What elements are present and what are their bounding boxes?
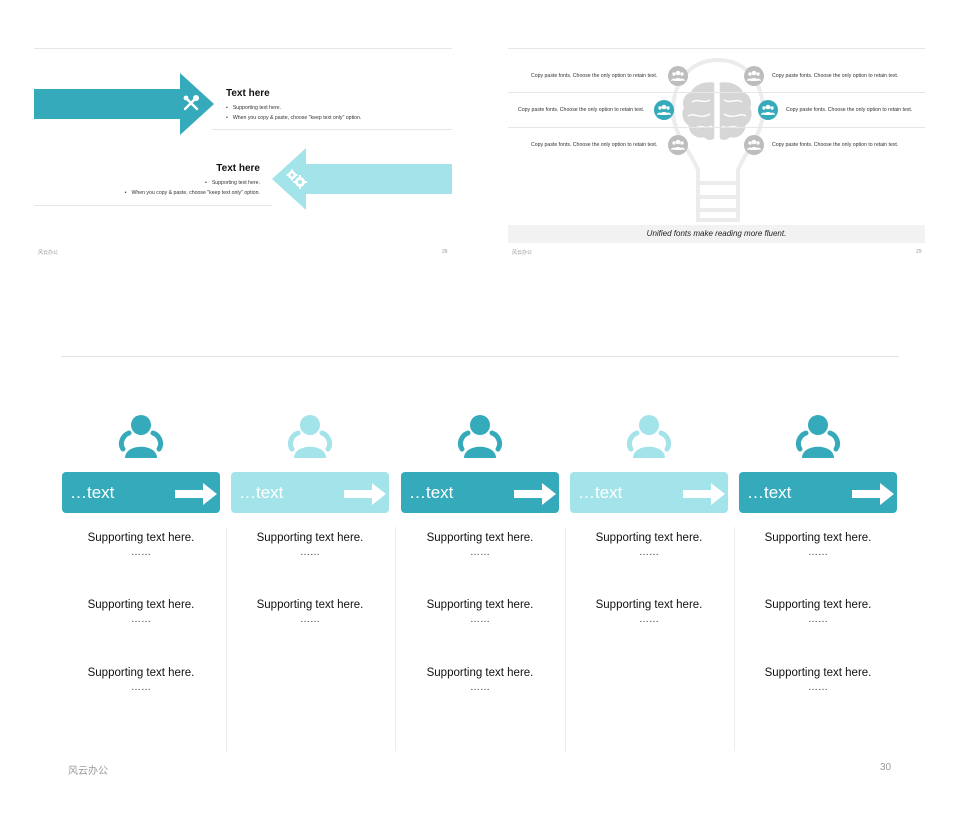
caption-text: Unified fonts make reading more fluent. bbox=[646, 229, 787, 238]
banner-label: …text bbox=[409, 483, 454, 502]
supporting-text: Supporting text here. bbox=[426, 532, 534, 544]
slide28-top-rule bbox=[34, 48, 452, 49]
block2-rule bbox=[34, 205, 272, 206]
ellipsis-text: …… bbox=[131, 614, 151, 625]
banner-label: …text bbox=[239, 483, 284, 502]
person-icon bbox=[287, 415, 333, 458]
left-item-3: Copy paste fonts. Choose the only option… bbox=[531, 142, 658, 148]
person-icon bbox=[457, 415, 503, 458]
ellipsis-text: …… bbox=[131, 547, 151, 558]
slide30-footer-left: 风云办公 bbox=[68, 766, 108, 777]
slide28-page-number: 28 bbox=[442, 249, 448, 255]
ellipsis-text: …… bbox=[808, 682, 828, 693]
bullet-item: Supporting text here. bbox=[100, 178, 260, 188]
ellipsis-text: …… bbox=[470, 614, 490, 625]
slide29-page-number: 29 bbox=[916, 249, 922, 255]
supporting-text: Supporting text here. bbox=[595, 599, 703, 611]
bullet-item: When you copy & paste, choose "keep text… bbox=[100, 188, 260, 198]
right-item-2: Copy paste fonts. Choose the only option… bbox=[786, 107, 913, 113]
block1-title: Text here bbox=[226, 88, 270, 99]
supporting-text: Supporting text here. bbox=[764, 599, 872, 611]
column-separator bbox=[395, 527, 396, 751]
person-icon bbox=[626, 415, 672, 458]
ellipsis-text: …… bbox=[639, 547, 659, 558]
arrow-left-shape bbox=[272, 148, 452, 210]
bullet-item: Supporting text here. bbox=[226, 103, 361, 113]
supporting-text: Supporting text here. bbox=[87, 532, 195, 544]
right-item-3: Copy paste fonts. Choose the only option… bbox=[772, 142, 899, 148]
block2-title: Text here bbox=[216, 163, 260, 174]
team-icon bbox=[744, 66, 764, 86]
left-item-2: Copy paste fonts. Choose the only option… bbox=[518, 107, 645, 113]
column-separator bbox=[226, 527, 227, 751]
supporting-text: Supporting text here. bbox=[764, 667, 872, 679]
column-banner: …text bbox=[62, 472, 220, 513]
banner-label: …text bbox=[578, 483, 623, 502]
column-banner: …text bbox=[231, 472, 389, 513]
column-banner: …text bbox=[739, 472, 897, 513]
slide30-top-rule bbox=[61, 356, 899, 357]
block1-rule bbox=[212, 129, 452, 130]
ellipsis-text: …… bbox=[808, 614, 828, 625]
column-banner: …text bbox=[570, 472, 728, 513]
slide30-page-number: 30 bbox=[880, 762, 892, 773]
ellipsis-text: …… bbox=[131, 682, 151, 693]
team-icon bbox=[654, 100, 674, 120]
caption-band: Unified fonts make reading more fluent. bbox=[508, 225, 925, 243]
banner-label: …text bbox=[747, 483, 792, 502]
ellipsis-text: …… bbox=[639, 614, 659, 625]
team-icon bbox=[668, 66, 688, 86]
brain-icon bbox=[680, 80, 754, 142]
ellipsis-text: …… bbox=[300, 547, 320, 558]
ellipsis-text: …… bbox=[470, 547, 490, 558]
person-icon bbox=[118, 415, 164, 458]
team-icon bbox=[668, 135, 688, 155]
supporting-text: Supporting text here. bbox=[426, 599, 534, 611]
right-item-1: Copy paste fonts. Choose the only option… bbox=[772, 73, 899, 79]
supporting-text: Supporting text here. bbox=[87, 667, 195, 679]
arrow-right-shape bbox=[34, 73, 214, 135]
slide29-top-rule bbox=[508, 48, 925, 49]
person-icon bbox=[795, 415, 841, 458]
arrow-right-icon bbox=[852, 483, 894, 505]
bullet-item: When you copy & paste, choose "keep text… bbox=[226, 113, 362, 123]
ellipsis-text: …… bbox=[808, 547, 828, 558]
block1-bullets: Supporting text here. When you copy & pa… bbox=[226, 103, 362, 123]
supporting-text: Supporting text here. bbox=[256, 532, 364, 544]
ellipsis-text: …… bbox=[470, 682, 490, 693]
supporting-text: Supporting text here. bbox=[256, 599, 364, 611]
row1-rule bbox=[508, 92, 925, 93]
column-separator bbox=[734, 527, 735, 751]
column-banner: …text bbox=[401, 472, 559, 513]
slide28-footer-left: 风云办公 bbox=[38, 250, 59, 256]
team-icon bbox=[744, 135, 764, 155]
column-separator bbox=[565, 527, 566, 751]
banner-label: …text bbox=[70, 483, 115, 502]
left-item-1: Copy paste fonts. Choose the only option… bbox=[531, 73, 658, 79]
supporting-text: Supporting text here. bbox=[426, 667, 534, 679]
row2-rule bbox=[508, 127, 925, 128]
arrow-right-icon bbox=[344, 483, 386, 505]
arrow-right-icon bbox=[175, 483, 217, 505]
supporting-text: Supporting text here. bbox=[87, 599, 195, 611]
ellipsis-text: …… bbox=[300, 614, 320, 625]
slide29-footer-left: 风云办公 bbox=[512, 250, 533, 256]
arrow-right-icon bbox=[683, 483, 725, 505]
supporting-text: Supporting text here. bbox=[764, 532, 872, 544]
arrow-right-icon bbox=[514, 483, 556, 505]
lightbulb-icon bbox=[670, 57, 766, 222]
block2-bullets: Supporting text here. When you copy & pa… bbox=[100, 178, 260, 198]
supporting-text: Supporting text here. bbox=[595, 532, 703, 544]
team-icon bbox=[758, 100, 778, 120]
tools-icon bbox=[183, 95, 199, 111]
gears-icon bbox=[286, 169, 307, 189]
